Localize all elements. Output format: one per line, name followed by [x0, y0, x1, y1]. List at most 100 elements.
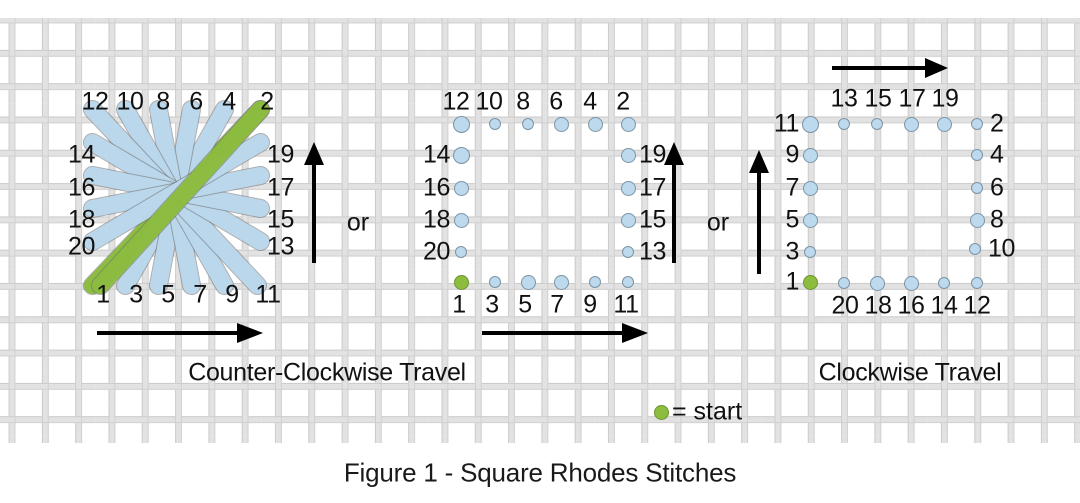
or-separator-1: or [346, 208, 370, 237]
ccw-left-num-14: 14 [67, 140, 95, 169]
cw-left-num-1: 1 [785, 267, 799, 296]
ccwd-bottom-num-9: 9 [583, 290, 597, 319]
cw-right-num-6: 6 [990, 173, 1004, 202]
cw-dot-hole-7 [802, 180, 818, 196]
ccw-top-num-8: 8 [156, 87, 170, 116]
ccwd-top-num-8: 8 [516, 87, 530, 116]
dot-hole-6 [553, 116, 569, 132]
ccw-left-num-20: 20 [67, 232, 95, 261]
cw-dot-hole-4 [971, 149, 983, 161]
cw-dot-hole-1-start [802, 274, 818, 290]
ccwd-bottom-num-5: 5 [518, 290, 532, 319]
rhodes-stitch-rosette [83, 100, 270, 295]
ccw-bottom-num-3: 3 [129, 280, 143, 309]
ccw-right-num-13: 13 [267, 232, 295, 261]
cw-dot-hole-11 [801, 115, 819, 133]
cw-bottom-num-18: 18 [864, 291, 892, 320]
dot-hole-12 [452, 115, 470, 133]
clockwise-travel-label: Clockwise Travel [818, 358, 1002, 387]
dot-hole-18 [453, 212, 469, 228]
ccwd-left-num-14: 14 [422, 140, 450, 169]
ccw-top-num-2: 2 [260, 87, 274, 116]
ccwd-right-num-15: 15 [639, 205, 667, 234]
ccw-top-num-4: 4 [222, 87, 236, 116]
ccwd-bottom-num-3: 3 [485, 290, 499, 319]
cw-bottom-num-12: 12 [963, 291, 991, 320]
cw-dot-hole-13 [838, 118, 850, 130]
dot-hole-13 [622, 246, 634, 258]
cw-top-num-17: 17 [898, 84, 926, 113]
ccwd-left-num-18: 18 [422, 205, 450, 234]
ccw-right-num-19: 19 [267, 140, 295, 169]
legend-start-label: = start [672, 397, 743, 426]
dot-hole-15 [620, 212, 636, 228]
ccwd-top-num-10: 10 [475, 87, 503, 116]
canvas-mesh-background [0, 18, 1080, 443]
cw-right-num-8: 8 [990, 205, 1004, 234]
ccwd-top-num-2: 2 [616, 87, 630, 116]
dot-hole-3 [489, 276, 501, 288]
ccw-top-num-12: 12 [81, 87, 109, 116]
dot-hole-19 [620, 147, 636, 163]
dot-hole-1-start [453, 274, 469, 290]
ccwd-bottom-num-11: 11 [613, 290, 639, 319]
ccwd-top-num-6: 6 [549, 87, 563, 116]
ccw-left-num-18: 18 [67, 205, 95, 234]
cw-bottom-num-14: 14 [930, 291, 958, 320]
ccwd-bottom-num-7: 7 [550, 290, 564, 319]
cw-bottom-num-16: 16 [897, 291, 925, 320]
ccw-top-num-10: 10 [116, 87, 144, 116]
dot-hole-11 [622, 276, 634, 288]
dot-hole-16 [453, 180, 469, 196]
ccw-bottom-num-1: 1 [96, 280, 110, 309]
cw-dot-hole-17 [903, 116, 919, 132]
ccw-dots-vertical-travel-arrow [664, 142, 684, 263]
ccw-bottom-num-11: 11 [255, 280, 281, 309]
cw-horizontal-travel-arrow [832, 58, 948, 78]
dot-hole-5 [520, 274, 536, 290]
cw-dot-hole-15 [871, 118, 883, 130]
cw-dot-hole-16 [903, 275, 919, 291]
dot-hole-2 [620, 116, 636, 132]
cw-left-num-11: 11 [773, 109, 800, 138]
cw-vertical-travel-arrow [749, 150, 769, 274]
cw-dot-hole-8 [969, 212, 985, 228]
ccw-dots-horizontal-travel-arrow [482, 323, 648, 343]
ccw-right-num-17: 17 [267, 173, 295, 202]
cw-dot-hole-10 [969, 243, 981, 255]
ccw-bottom-num-5: 5 [161, 280, 175, 309]
cw-dot-hole-5 [802, 212, 818, 228]
cw-dot-hole-12 [971, 277, 983, 289]
start-dot-icon [653, 404, 669, 420]
ccw-bottom-num-9: 9 [225, 280, 239, 309]
ccw-top-num-6: 6 [189, 87, 203, 116]
ccw-vertical-travel-arrow [304, 142, 324, 263]
ccw-bottom-num-7: 7 [193, 280, 207, 309]
dot-hole-17 [620, 180, 636, 196]
cw-dot-hole-2 [971, 118, 983, 130]
cw-dot-hole-19 [936, 116, 952, 132]
ccwd-bottom-num-1: 1 [452, 290, 466, 319]
figure-caption: Figure 1 - Square Rhodes Stitches [343, 457, 737, 488]
cw-bottom-num-20: 20 [831, 291, 859, 320]
dot-hole-20 [455, 246, 467, 258]
ccwd-right-num-19: 19 [639, 140, 667, 169]
ccw-right-num-15: 15 [267, 205, 295, 234]
cw-right-num-10: 10 [988, 234, 1016, 263]
ccw-left-num-16: 16 [67, 173, 95, 202]
dot-hole-4 [587, 116, 603, 132]
cw-dot-hole-6 [971, 182, 983, 194]
cw-dot-hole-18 [869, 275, 885, 291]
cw-right-num-2: 2 [990, 109, 1004, 138]
ccw-horizontal-travel-arrow [97, 323, 263, 343]
cw-top-num-15: 15 [864, 84, 892, 113]
cw-right-num-4: 4 [990, 140, 1004, 169]
cw-left-num-5: 5 [785, 205, 799, 234]
cw-top-num-13: 13 [830, 84, 858, 113]
cw-top-num-19: 19 [931, 84, 959, 113]
cw-dot-hole-14 [938, 277, 950, 289]
dot-hole-14 [452, 146, 470, 164]
or-separator-2: or [706, 208, 730, 237]
